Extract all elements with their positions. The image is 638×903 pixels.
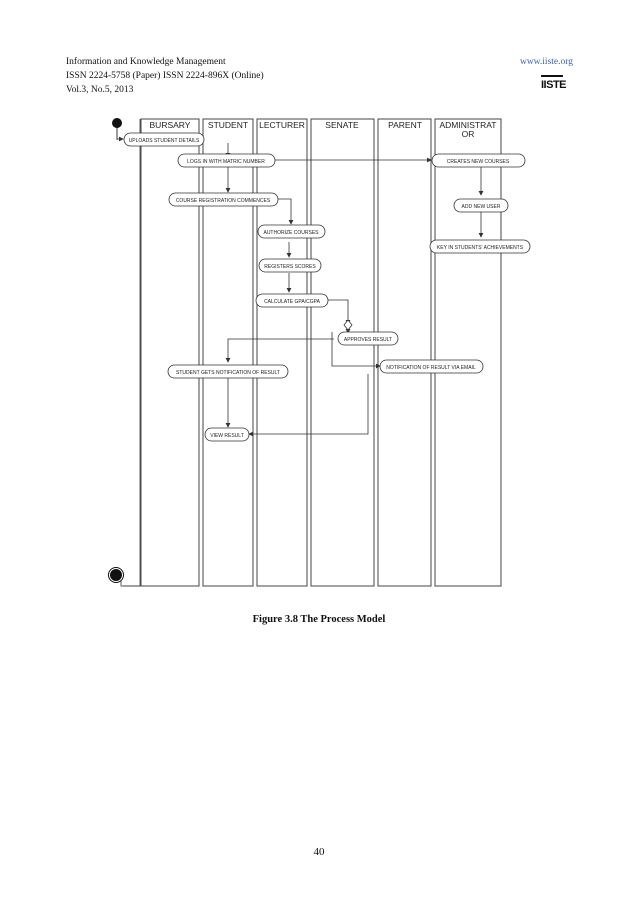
activity-label: STUDENT GETS NOTIFICATION OF RESULT	[176, 370, 280, 376]
lane-lecturer	[256, 118, 308, 587]
decision-diamond	[343, 319, 353, 331]
activity-label: KEY IN STUDENTS' ACHIEVEMENTS	[437, 245, 524, 251]
figure-caption: Figure 3.8 The Process Model	[252, 614, 386, 625]
volume-line: Vol.3, No.5, 2013	[66, 85, 134, 95]
issn-line: ISSN 2224-5758 (Paper) ISSN 2224-896X (O…	[66, 71, 264, 81]
activity-label: COURSE REGISTRATION COMMENCES	[176, 198, 271, 204]
lane-label-lecturer: LECTURER	[259, 120, 305, 130]
activity-label: APPROVES RESULT	[344, 337, 392, 343]
activity-label: VIEW RESULT	[210, 433, 244, 439]
activity-label: NOTIFICATION OF RESULT VIA EMAIL	[386, 365, 476, 371]
lane-label-senate: SENATE	[325, 120, 359, 130]
activity-label: CREATES NEW COURSES	[447, 159, 510, 165]
activity-course-registration	[168, 192, 279, 207]
activity-label: REGISTERS SCORES	[264, 264, 316, 270]
activity-label: ADD NEW USER	[462, 204, 501, 210]
activity-calculate-gpa	[255, 293, 329, 308]
swimlanes	[140, 118, 502, 587]
activity-authorize-courses	[257, 224, 326, 239]
activity-key-in-achievements	[429, 239, 531, 254]
lane-label-student: STUDENT	[208, 120, 248, 130]
lane-label-parent: PARENT	[388, 120, 422, 130]
lane-label-administrator-line2: OR	[462, 129, 475, 139]
lane-administrator	[434, 118, 502, 587]
end-node	[110, 569, 122, 581]
activity-logs-in	[177, 153, 276, 168]
iiste-logo: IISTE	[541, 75, 567, 95]
lane-label-administrator-line1: ADMINISTRAT	[440, 120, 497, 130]
lane-student	[202, 118, 254, 587]
page-number: 40	[313, 846, 325, 858]
start-node	[112, 118, 122, 128]
activity-approves-result	[337, 331, 399, 346]
lane-bursary	[140, 118, 200, 587]
lane-parent	[377, 118, 432, 587]
activity-label: CALCULATE GPA/CGPA	[264, 299, 321, 305]
activity-uploads-student-details	[123, 132, 205, 147]
lane-label-bursary: BURSARY	[150, 120, 191, 130]
activity-add-new-user	[453, 198, 509, 213]
process-model-diagram: BURSARY STUDENT LECTURER SENATE PARENT A…	[108, 118, 531, 587]
activity-label: LOGS IN WITH MATRIC NUMBER	[187, 159, 265, 165]
lane-senate	[310, 118, 375, 587]
activity-label: AUTHORIZE COURSES	[263, 230, 319, 236]
activity-notification-via-email	[379, 359, 484, 374]
journal-title: Information and Knowledge Management	[66, 57, 226, 67]
activity-creates-new-courses	[431, 153, 526, 168]
activity-label: UPLOADS STUDENT DETAILS	[129, 138, 200, 144]
activity-registers-scores	[258, 258, 322, 273]
website-link[interactable]: www.iiste.org	[519, 57, 573, 67]
activity-view-result	[204, 427, 250, 442]
activity-student-gets-notification	[167, 364, 289, 379]
